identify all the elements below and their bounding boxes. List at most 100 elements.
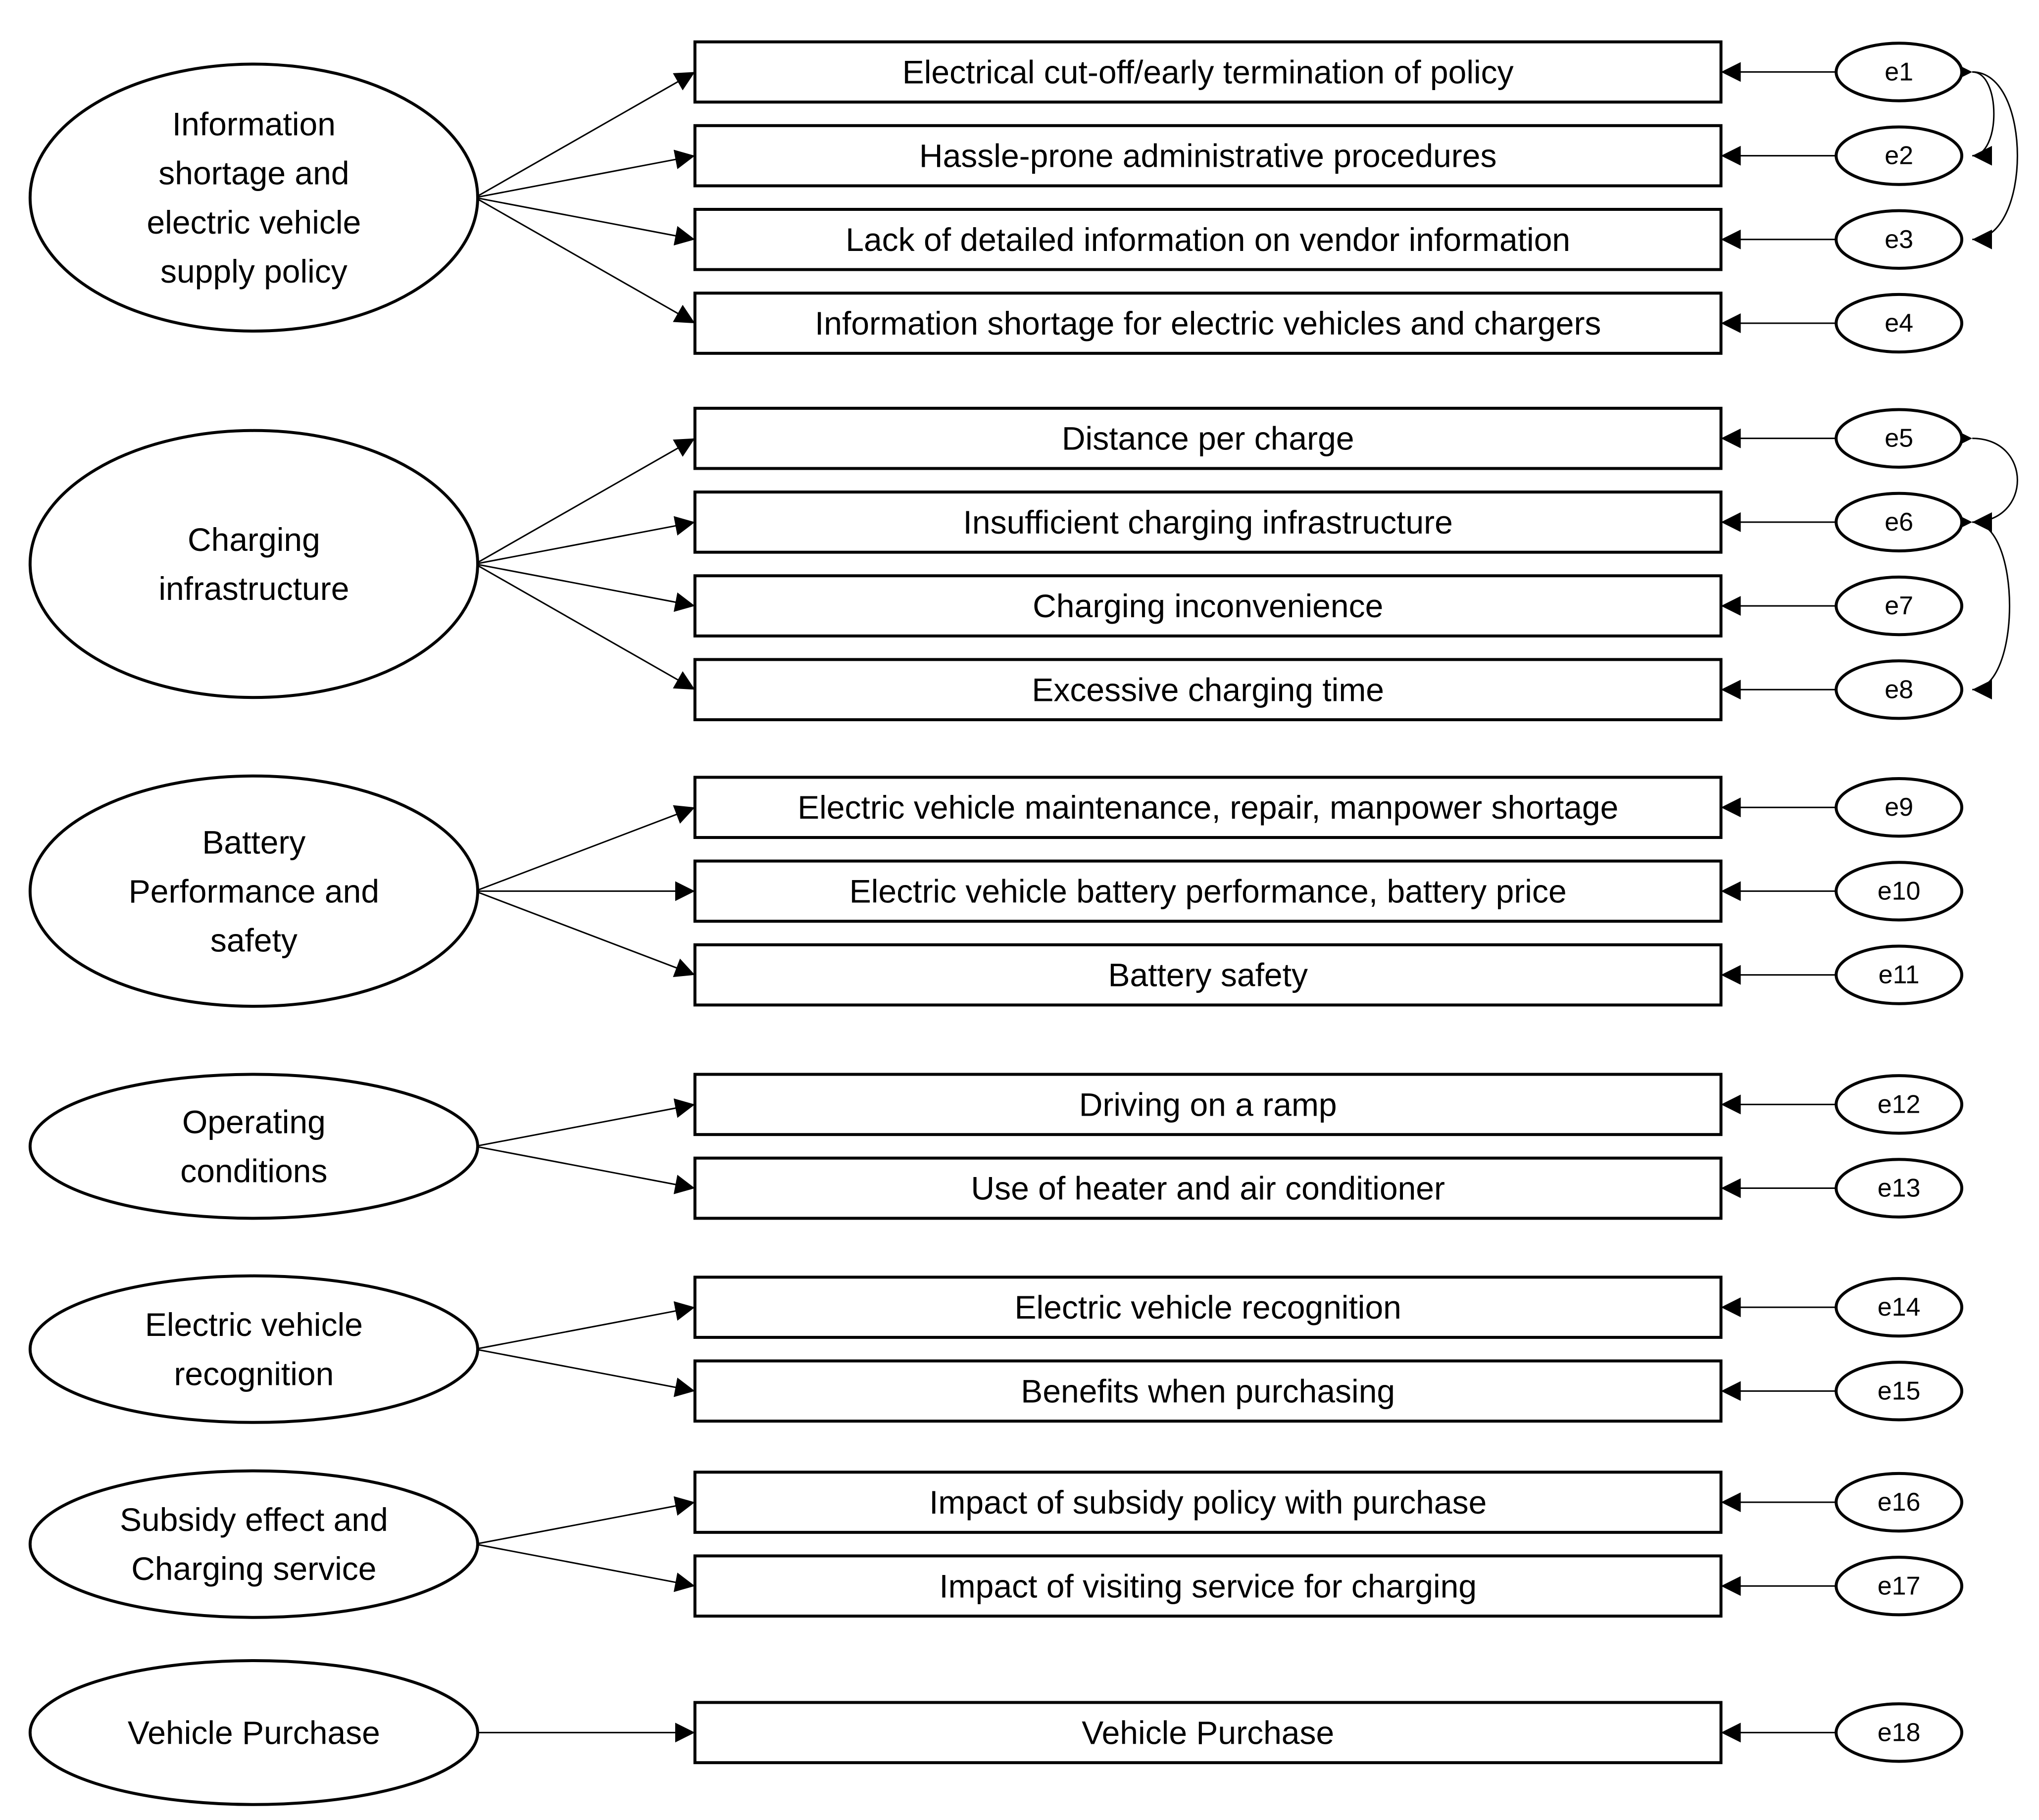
loading-arrow bbox=[474, 563, 696, 690]
indicator-label: Benefits when purchasing bbox=[1021, 1373, 1395, 1409]
indicator-group: Information shortage for electric vehicl… bbox=[693, 292, 1964, 355]
indicator-box bbox=[693, 1156, 1723, 1220]
covariance-arrow bbox=[1952, 512, 2011, 700]
indicator-box bbox=[693, 1701, 1723, 1765]
indicator-group: Impact of visiting service for charging e… bbox=[693, 1554, 1964, 1618]
error-term-ellipse bbox=[1835, 575, 1964, 637]
indicator-box bbox=[693, 1471, 1723, 1534]
indicator-box bbox=[693, 574, 1723, 638]
factor-group: Electric vehicle recognition bbox=[28, 1274, 479, 1424]
loading-arrow bbox=[475, 805, 696, 892]
indicator-label: Lack of detailed information on vendor i… bbox=[845, 221, 1570, 258]
error-term-label: e4 bbox=[1885, 309, 1913, 338]
latent-factor-label-line: Subsidy effect and bbox=[120, 1501, 388, 1538]
error-term-label: e1 bbox=[1885, 57, 1913, 86]
indicator-group: Electrical cut-off/early termination of … bbox=[693, 40, 1964, 104]
indicator-box bbox=[693, 1359, 1723, 1423]
latent-factor-label-line: Charging bbox=[188, 521, 320, 558]
indicator-label: Excessive charging time bbox=[1032, 671, 1384, 708]
error-term-label: e5 bbox=[1885, 424, 1913, 453]
error-term-label: e7 bbox=[1885, 591, 1913, 620]
indicator-label: Electrical cut-off/early termination of … bbox=[902, 53, 1514, 90]
error-term-ellipse bbox=[1835, 492, 1964, 553]
indicator-group: Distance per charge e5 bbox=[693, 406, 1964, 470]
error-term-ellipse bbox=[1835, 209, 1964, 270]
latent-factor-ellipse bbox=[28, 429, 479, 699]
indicator-box bbox=[693, 292, 1723, 355]
loading-arrow bbox=[474, 438, 696, 565]
loading-arrow bbox=[475, 1098, 696, 1147]
loading-arrow bbox=[475, 563, 696, 612]
error-term-label: e17 bbox=[1878, 1572, 1921, 1600]
covariance-arrow bbox=[1952, 62, 2018, 249]
error-term-label: e18 bbox=[1878, 1718, 1921, 1747]
latent-factor-label: Vehicle Purchase bbox=[128, 1714, 380, 1751]
latent-factor-ellipse bbox=[28, 62, 479, 333]
indicator-box bbox=[693, 406, 1723, 470]
error-term-label: e10 bbox=[1878, 877, 1921, 905]
error-term-ellipse bbox=[1835, 125, 1964, 186]
indicator-label: Distance per charge bbox=[1062, 420, 1354, 457]
loading-arrow bbox=[475, 890, 696, 978]
loading-arrow bbox=[475, 1543, 696, 1592]
loading-arrow bbox=[475, 149, 696, 198]
error-term-ellipse bbox=[1835, 659, 1964, 720]
indicator-label: Use of heater and air conditioner bbox=[971, 1170, 1445, 1207]
indicator-label: Hassle-prone administrative procedures bbox=[919, 138, 1497, 174]
latent-factor-label-line: Charging service bbox=[131, 1550, 376, 1587]
latent-factor-label-line: recognition bbox=[174, 1355, 334, 1392]
latent-factor-label-line: Electric vehicle bbox=[145, 1306, 363, 1343]
loading-arrow bbox=[474, 197, 696, 324]
indicator-box bbox=[693, 1073, 1723, 1136]
latent-factor-label-line: Operating bbox=[182, 1103, 326, 1140]
indicator-box bbox=[693, 491, 1723, 554]
error-term-label: e3 bbox=[1885, 225, 1913, 254]
indicator-box bbox=[693, 943, 1723, 1007]
error-term-label: e13 bbox=[1878, 1174, 1921, 1203]
indicator-label: Battery safety bbox=[1108, 957, 1308, 993]
loading-arrow bbox=[474, 71, 696, 198]
indicator-box bbox=[693, 776, 1723, 839]
indicator-label: Electric vehicle maintenance, repair, ma… bbox=[797, 789, 1618, 826]
error-term-ellipse bbox=[1835, 944, 1964, 1005]
latent-factor-ellipse bbox=[28, 774, 479, 1008]
error-term-ellipse bbox=[1835, 1277, 1964, 1338]
indicator-label: Insufficient charging infrastructure bbox=[963, 504, 1453, 541]
error-term-label: e16 bbox=[1878, 1488, 1921, 1517]
loading-arrow bbox=[475, 197, 696, 246]
error-term-ellipse bbox=[1835, 1556, 1964, 1617]
error-term-ellipse bbox=[1835, 1074, 1964, 1135]
latent-factor-label-line: Battery bbox=[202, 824, 305, 860]
error-term-ellipse bbox=[1835, 1702, 1964, 1763]
latent-factor-label: Electric vehicle recognition bbox=[145, 1306, 363, 1392]
loading-arrow bbox=[475, 516, 696, 565]
indicator-label: Impact of visiting service for charging bbox=[939, 1568, 1477, 1604]
loading-arrow bbox=[475, 1301, 696, 1350]
indicator-box bbox=[693, 40, 1723, 104]
indicator-group: Electric vehicle battery performance, ba… bbox=[693, 859, 1964, 923]
indicator-label: Impact of subsidy policy with purchase bbox=[929, 1484, 1487, 1521]
error-term-label: e12 bbox=[1878, 1090, 1921, 1119]
covariance-arrow bbox=[1952, 62, 1995, 166]
error-term-ellipse bbox=[1835, 777, 1964, 838]
latent-factor-label-line: Performance and bbox=[129, 873, 379, 909]
error-term-ellipse bbox=[1835, 1472, 1964, 1533]
